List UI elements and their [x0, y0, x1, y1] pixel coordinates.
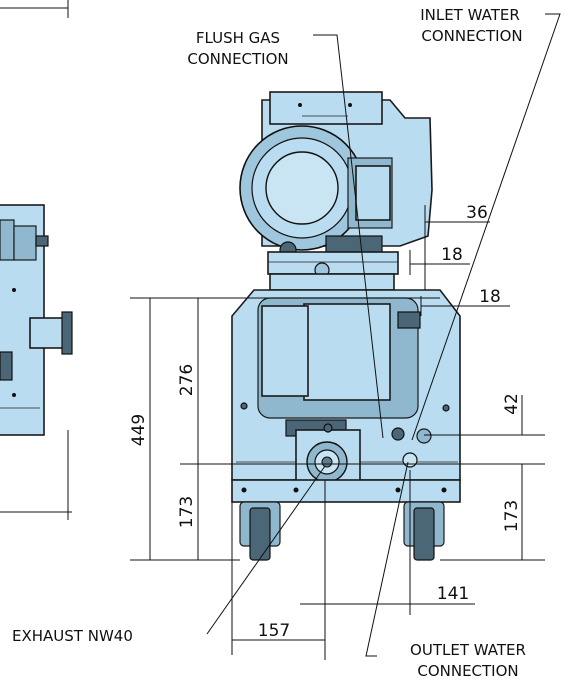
dim-42: 42 — [502, 393, 522, 415]
outlet-water-label-line1: OUTLET WATER — [410, 641, 526, 659]
flush-gas-label-line1: FLUSH GAS — [196, 29, 280, 47]
dim-276: 276 — [177, 364, 197, 396]
dim-173-right: 173 — [502, 500, 522, 532]
side-view-partial — [0, 0, 73, 520]
leader-lines — [206, 13, 561, 657]
dim-449: 449 — [129, 414, 149, 446]
outlet-water-label-line2: CONNECTION — [417, 662, 518, 680]
motor-assembly — [239, 91, 433, 291]
inlet-water-label-line2: CONNECTION — [421, 27, 522, 45]
cabinet — [231, 289, 461, 561]
exhaust-label: EXHAUST NW40 — [12, 627, 133, 645]
dim-18-upper: 18 — [441, 245, 463, 265]
flush-gas-label-line2: CONNECTION — [187, 50, 288, 68]
dim-141: 141 — [437, 584, 469, 604]
dimension-lines — [130, 205, 545, 660]
dim-18-lower: 18 — [479, 287, 501, 307]
dim-173-left: 173 — [177, 496, 197, 528]
inlet-water-label-line1: INLET WATER — [420, 6, 520, 24]
dim-157: 157 — [258, 621, 290, 641]
dim-36: 36 — [466, 203, 488, 223]
